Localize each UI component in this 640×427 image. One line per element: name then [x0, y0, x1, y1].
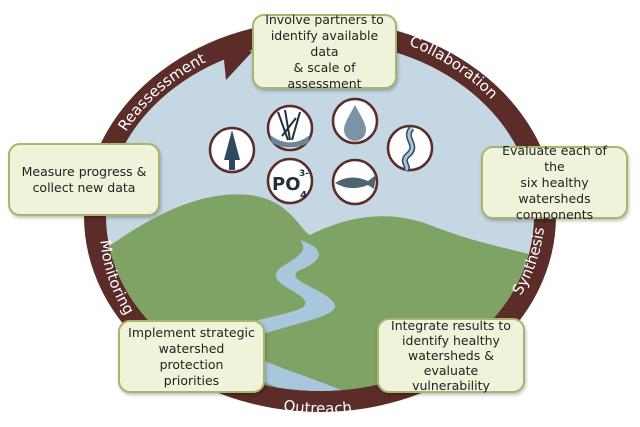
phosphate-icon: PO 4 3-: [266, 157, 314, 205]
wetland-grass-icon: [266, 104, 314, 152]
tree-icon: [208, 126, 256, 174]
step-measure-progress: Measure progress & collect new data: [8, 143, 160, 216]
phosphate-base: PO: [272, 174, 301, 195]
svg-text:Outreach: Outreach: [283, 397, 353, 418]
step-integrate-results: Integrate results to identify healthy wa…: [377, 318, 525, 393]
cycle-arrow-head: [222, 40, 252, 80]
phosphate-sup: 3-: [299, 169, 309, 179]
water-drop-icon: [331, 97, 379, 145]
river-icon: [386, 124, 434, 173]
fish-icon: [331, 158, 379, 206]
label-outreach: Outreach: [283, 397, 353, 418]
step-implement-priorities: Implement strategic watershed protection…: [118, 320, 265, 393]
step-involve-partners: Involve partners to identify available d…: [252, 12, 397, 91]
phosphate-sub: 4: [300, 190, 307, 201]
step-evaluate-components: Evaluate each of the six healthy watersh…: [481, 143, 628, 222]
